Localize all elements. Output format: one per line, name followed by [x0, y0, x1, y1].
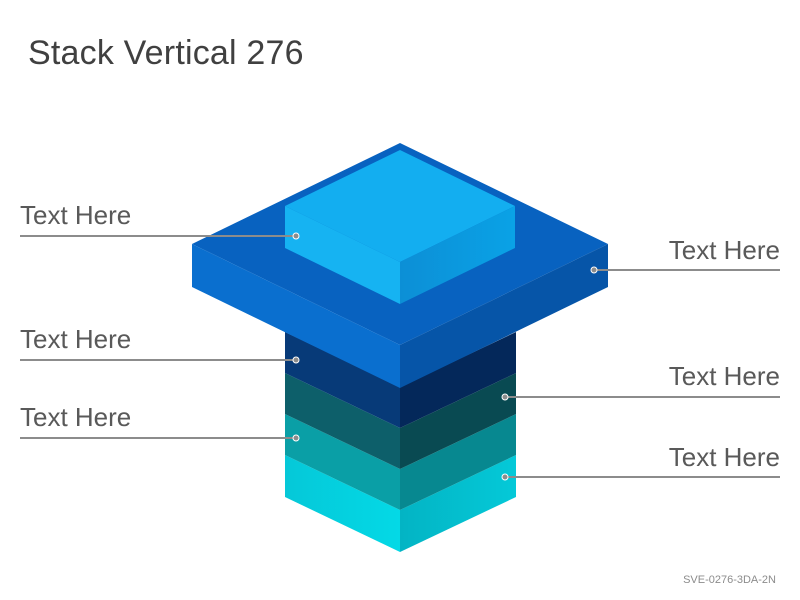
leader-layer-navy: [20, 356, 300, 364]
layer-cyan: [285, 455, 516, 552]
slide-code: SVE-0276-3DA-2N: [683, 574, 776, 586]
label-layer-navy: Text Here: [20, 324, 132, 354]
label-layer-cyan: Text Here: [668, 442, 780, 472]
label-layer-teal-dark: Text Here: [668, 361, 780, 391]
label-layer-teal: Text Here: [20, 402, 132, 432]
page-title: Stack Vertical 276: [28, 34, 304, 72]
layer-teal: [285, 414, 516, 510]
leader-layer-teal-dark: [501, 393, 780, 401]
label-platform: Text Here: [668, 235, 780, 265]
leader-top-cube: [20, 232, 300, 240]
layer-navy: [285, 332, 516, 428]
layer-teal-dark: [285, 373, 516, 469]
label-top-cube: Text Here: [20, 200, 132, 230]
top-cube: [285, 150, 515, 304]
leader-layer-cyan: [501, 473, 780, 481]
leader-platform: [590, 266, 780, 274]
leader-layer-teal: [20, 434, 300, 442]
